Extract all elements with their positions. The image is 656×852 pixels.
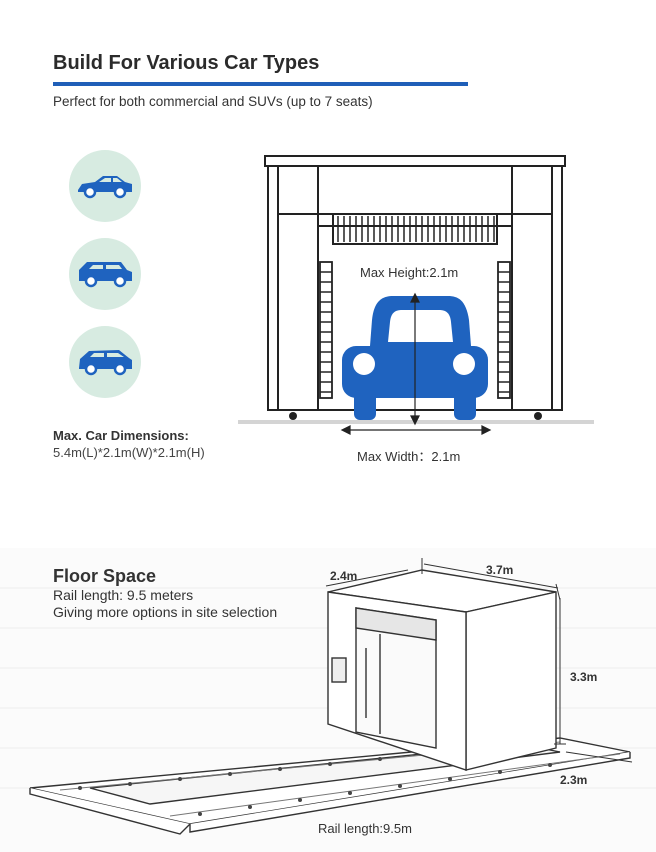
sedan-badge <box>69 150 141 222</box>
top-brush <box>337 216 495 242</box>
dimensions-label: Max. Car Dimensions: <box>53 428 189 443</box>
rail-length-label: Rail length:9.5m <box>318 821 412 836</box>
wash-gantry-diagram <box>238 155 594 435</box>
section-title: Build For Various Car Types <box>53 52 320 74</box>
sedan-icon <box>78 176 132 199</box>
mpv-badge <box>69 326 141 398</box>
max-width-label: Max Width：2.1m <box>357 449 461 464</box>
length-label: 3.7m <box>486 563 514 577</box>
wash-machine <box>327 569 557 771</box>
side-brushes <box>319 261 511 399</box>
title-underline <box>53 82 468 86</box>
floor-space-line2: Giving more options in site selection <box>53 604 278 620</box>
depth-label: 2.4m <box>330 569 358 583</box>
dimensions-value: 5.4m(L)*2.1m(W)*2.1m(H) <box>53 445 205 460</box>
width-label: 2.3m <box>560 773 588 787</box>
width-arrow <box>340 425 492 435</box>
mpv-icon <box>79 350 132 376</box>
floor-space-title: Floor Space <box>53 566 157 586</box>
car-front-icon <box>342 296 488 420</box>
suv-icon <box>79 262 132 288</box>
floor-space-diagram <box>0 548 656 852</box>
section-subtitle: Perfect for both commercial and SUVs (up… <box>53 94 373 109</box>
height-arrow <box>410 292 420 426</box>
floor-space-line1: Rail length: 9.5 meters <box>53 587 194 603</box>
suv-badge <box>69 238 141 310</box>
height-label: 3.3m <box>570 670 598 684</box>
max-height-label: Max Height:2.1m <box>360 265 459 280</box>
